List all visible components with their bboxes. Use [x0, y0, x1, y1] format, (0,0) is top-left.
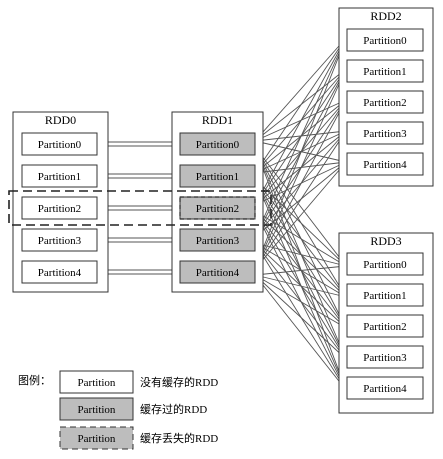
arrow-rdd1-3-to-rdd3-2 [254, 242, 346, 328]
rdd2-group: RDD2Partition0Partition1Partition2Partit… [338, 7, 434, 187]
rdd2-title: RDD2 [370, 9, 401, 23]
rdd2-partition-box-1 [346, 59, 424, 83]
dependency-arrows [97, 38, 346, 390]
arrow-rdd1-4-to-rdd2-2 [254, 100, 347, 270]
arrow-rdd1-4-to-rdd2-0 [254, 38, 346, 270]
arrow-rdd1-1-to-rdd2-0 [254, 38, 346, 174]
rdd2-partition-label-3: Partition3 [363, 128, 407, 140]
legend-heading: 图例： [18, 373, 51, 387]
rdd3-partition-box-1 [346, 283, 424, 307]
rdd0-partition-label-4: Partition4 [38, 267, 82, 279]
legend-swatch-plain [59, 370, 134, 394]
rdd0-title: RDD0 [45, 113, 76, 127]
arrow-rdd1-4-to-rdd2-1 [254, 69, 347, 270]
legend-description-plain: 没有缓存的RDD [140, 375, 218, 389]
rdd2-partition-label-1: Partition1 [363, 66, 406, 78]
rdd3-partition-box-4 [346, 376, 424, 400]
legend: 图例： Partition 没有缓存的RDD Partition 缓存过的RDD Part… [18, 370, 218, 450]
arrow-rdd1-0-to-rdd2-0 [254, 38, 346, 142]
rdd1-group: RDD1Partition0Partition1Partition2Partit… [171, 111, 264, 293]
rdd2-partition-box-0 [346, 28, 424, 52]
rdd0-partition-box-3 [21, 228, 98, 252]
rdd0-partition-box-1 [21, 164, 98, 188]
rdd3-partition-label-4: Partition4 [363, 383, 407, 395]
rdd0-partition-box-2 [21, 196, 98, 220]
rdd2-partition-label-4: Partition4 [363, 159, 407, 171]
arrow-rdd1-2-to-rdd2-0 [254, 38, 347, 206]
rdd3-partition-label-1: Partition1 [363, 290, 406, 302]
arrow-rdd1-1-to-rdd3-0 [254, 178, 346, 266]
rdd0-group: RDD0Partition0Partition1Partition2Partit… [12, 111, 109, 293]
rdd3-group: RDD3Partition0Partition1Partition2Partit… [338, 232, 434, 414]
rdd-containers: RDD0Partition0Partition1Partition2Partit… [8, 7, 434, 414]
rdd2-partition-label-0: Partition0 [363, 35, 407, 47]
legend-swatch-label-cached: Partition [78, 404, 116, 416]
rdd3-partition-box-2 [346, 314, 424, 338]
legend-swatch-cached [59, 397, 134, 421]
rdd0-partition-box-0 [21, 132, 98, 156]
legend-swatch-lost [59, 426, 134, 450]
rdd0-partition-label-3: Partition3 [38, 235, 82, 247]
rdd1-partition-label-2: Partition2 [196, 203, 239, 215]
arrow-rdd1-4-to-rdd2-4 [254, 162, 346, 270]
lost-cache-highlight [8, 190, 272, 226]
arrow-rdd1-4-to-rdd3-4 [254, 274, 346, 390]
rdd2-partition-box-3 [346, 121, 424, 145]
rdd0-partition-label-0: Partition0 [38, 139, 82, 151]
rdd1-partition-label-0: Partition0 [196, 139, 240, 151]
rdd2-partition-label-2: Partition2 [363, 97, 406, 109]
rdd3-partition-label-3: Partition3 [363, 352, 407, 364]
rdd3-partition-box-3 [346, 345, 424, 369]
rdd3-title: RDD3 [370, 234, 401, 248]
arrow-rdd1-4-to-rdd3-0 [254, 266, 346, 276]
arrow-rdd1-3-to-rdd3-0 [254, 242, 346, 266]
legend-description-cached: 缓存过的RDD [140, 402, 207, 416]
arrow-rdd1-0-to-rdd2-4 [254, 140, 346, 162]
arrow-rdd1-2-to-rdd3-0 [254, 210, 346, 266]
rdd1-partition-box-3 [179, 228, 256, 252]
rdd2-partition-box-4 [346, 152, 424, 176]
legend-swatch-label-plain: Partition [78, 377, 116, 389]
arrow-rdd1-0-to-rdd3-0 [254, 146, 346, 266]
rdd1-partition-label-1: Partition1 [196, 171, 239, 183]
rdd1-title: RDD1 [202, 113, 233, 127]
legend-swatch-label-lost: Partition [78, 433, 116, 445]
rdd2-partition-box-2 [346, 90, 424, 114]
lost-partition-outline [179, 196, 256, 220]
arrow-rdd1-4-to-rdd2-3 [254, 131, 346, 270]
rdd3-partition-label-0: Partition0 [363, 259, 407, 271]
rdd0-partition-label-2: Partition2 [38, 203, 81, 215]
arrow-rdd1-4-to-rdd3-1 [254, 274, 346, 297]
rdd1-partition-box-0 [179, 132, 256, 156]
rdd3-partition-box-0 [346, 252, 424, 276]
rdd3-partition-label-2: Partition2 [363, 321, 406, 333]
arrow-rdd1-4-to-rdd3-3 [254, 274, 346, 359]
rdd1-partition-label-3: Partition3 [196, 235, 240, 247]
rdd1-partition-box-1 [179, 164, 256, 188]
arrow-rdd1-3-to-rdd2-0 [254, 38, 347, 238]
rdd0-partition-label-1: Partition1 [38, 171, 81, 183]
rdd1-partition-box-4 [179, 260, 256, 284]
arrow-rdd1-4-to-rdd3-2 [254, 274, 346, 328]
legend-description-lost: 缓存丢失的RDD [140, 431, 218, 445]
rdd1-partition-label-4: Partition4 [196, 267, 240, 279]
rdd0-partition-box-4 [21, 260, 98, 284]
arrow-rdd1-3-to-rdd3-1 [254, 242, 346, 297]
